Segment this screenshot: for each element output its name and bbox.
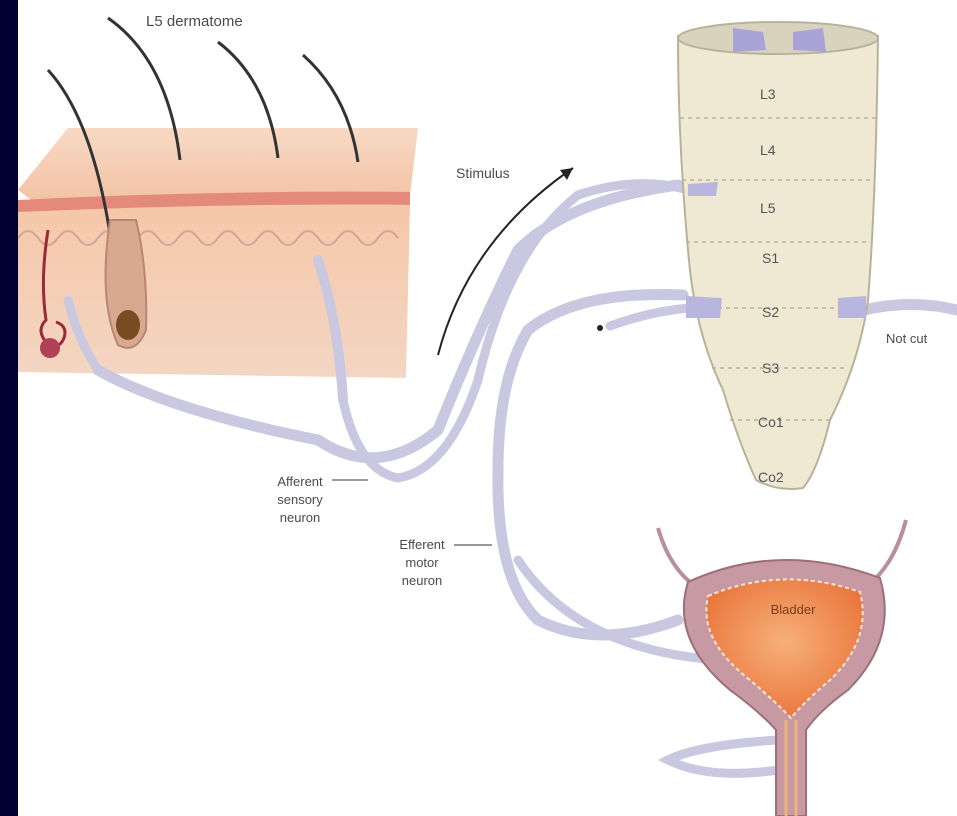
- s2-cut-nerve: [610, 308, 688, 326]
- cord-cross-section: [678, 22, 878, 54]
- reflex-diagram: L3 L4 L5 S1 S2 S3 Co1 Co2 L5 dermatome S…: [18, 0, 957, 816]
- bladder-label: Bladder: [771, 602, 816, 617]
- urethra-nerve: [668, 740, 778, 773]
- efferent-label: Efferent motor neuron: [399, 537, 445, 588]
- segment-label-l5: L5: [760, 200, 776, 216]
- afferent-label-line1: Afferent: [277, 474, 323, 489]
- s2-root-right: [838, 296, 866, 318]
- segment-label-l3: L3: [760, 86, 776, 102]
- stimulus-label: Stimulus: [456, 165, 510, 181]
- diagram-frame: L3 L4 L5 S1 S2 S3 Co1 Co2 L5 dermatome S…: [18, 0, 957, 816]
- s2-root-left: [686, 296, 722, 318]
- skin-block: [18, 18, 418, 400]
- efferent-label-line3: neuron: [402, 573, 442, 588]
- segment-label-s1: S1: [762, 250, 779, 266]
- efferent-nerve: [498, 294, 683, 635]
- cut-marker: [597, 325, 603, 331]
- segment-label-s2: S2: [762, 304, 779, 320]
- afferent-label-line2: sensory: [277, 492, 323, 507]
- stimulus-arrow: [438, 168, 573, 355]
- hair-bulb: [116, 310, 140, 340]
- not-cut-nerve: [856, 304, 957, 312]
- ureter-left: [658, 528, 698, 588]
- not-cut-label: Not cut: [886, 331, 928, 346]
- l5-root: [688, 182, 718, 196]
- gland-coil: [40, 338, 60, 358]
- afferent-label: Afferent sensory neuron: [277, 474, 323, 525]
- segment-label-co1: Co1: [758, 414, 784, 430]
- dermatome-label: L5 dermatome: [146, 13, 243, 30]
- segment-label-l4: L4: [760, 142, 776, 158]
- segment-label-s3: S3: [762, 360, 779, 376]
- efferent-label-line2: motor: [405, 555, 439, 570]
- afferent-label-line3: neuron: [280, 510, 320, 525]
- efferent-label-line1: Efferent: [399, 537, 445, 552]
- segment-label-co2: Co2: [758, 469, 784, 485]
